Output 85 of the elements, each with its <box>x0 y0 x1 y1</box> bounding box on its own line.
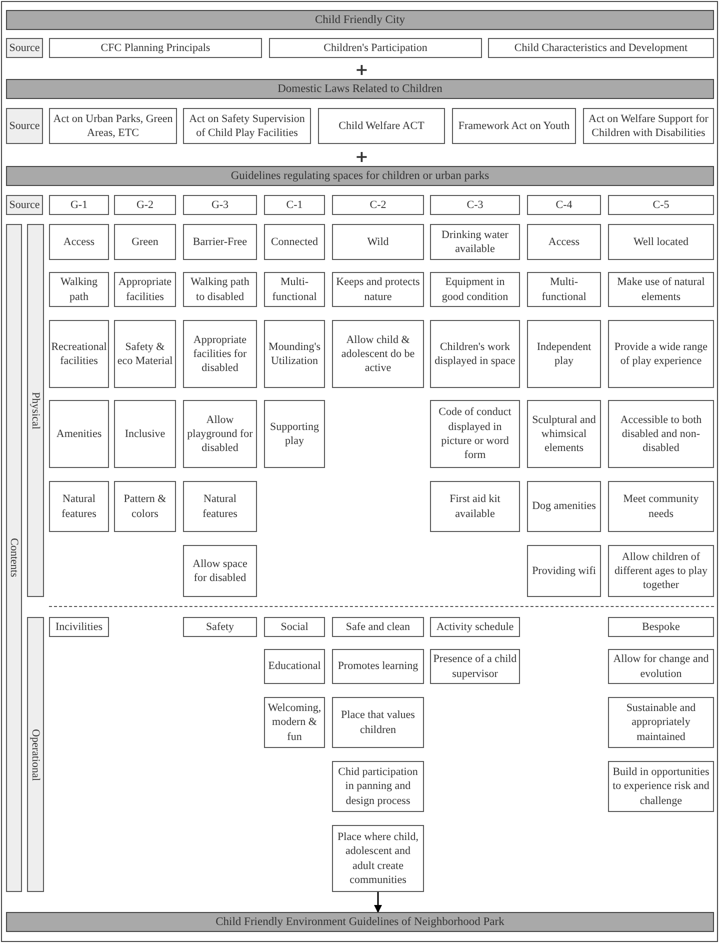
category-band: Contents <box>6 224 22 892</box>
text-box: Chid participation in panning and design process <box>332 761 424 812</box>
text-box: Meet community needs <box>608 481 714 532</box>
text-box: C-4 <box>527 195 601 215</box>
text-box: Activity schedule <box>430 617 520 637</box>
text-box: Children's work displayed in space <box>430 320 520 388</box>
category-band: Physical <box>27 224 44 597</box>
text-box: Social <box>264 617 325 637</box>
text-box: Walking path to disabled <box>183 272 257 307</box>
text-box: Multi-functional <box>527 272 601 307</box>
arrow <box>374 892 382 913</box>
text-box: Connected <box>264 224 325 260</box>
text-box: Barrier-Free <box>183 224 257 260</box>
text-box: Inclusive <box>114 400 176 468</box>
text-box: Allow space for disabled <box>183 545 257 597</box>
text-box: Safety & eco Material <box>114 320 176 388</box>
text-box: Wild <box>332 224 424 260</box>
text-box: Amenities <box>49 400 109 468</box>
text-box: Appropriate facilities for disabled <box>183 320 257 388</box>
text-box: Promotes learning <box>332 649 424 684</box>
text-box: Act on Welfare Support for Children with Disabilities <box>583 108 714 144</box>
text-box: Dog amenities <box>527 481 601 532</box>
text-box: Access <box>527 224 601 260</box>
text-box: Natural features <box>49 481 109 532</box>
text-box: Child Welfare ACT <box>318 108 445 144</box>
text-box: Independent play <box>527 320 601 388</box>
text-box: C-2 <box>332 195 424 215</box>
text-box: Framework Act on Youth <box>452 108 576 144</box>
text-box: Allow child & adolescent do be active <box>332 320 424 388</box>
text-box: Place that values children <box>332 697 424 748</box>
text-box: Children's Participation <box>269 38 482 58</box>
text-box: C-1 <box>264 195 325 215</box>
header-bar: Domestic Laws Related to Children <box>6 79 714 99</box>
text-box: Walking path <box>49 272 109 307</box>
text-box: Multi-functional <box>264 272 325 307</box>
text-box: Allow children of different ages to play together <box>608 545 714 597</box>
text-box: Keeps and protects nature <box>332 272 424 307</box>
text-box: Natural features <box>183 481 257 532</box>
text-box: Recreational facilities <box>49 320 109 388</box>
text-box: Appropriate facilities <box>114 272 176 307</box>
text-box: Presence of a child supervisor <box>430 649 520 684</box>
text-box: Act on Urban Parks, Green Areas, ETC <box>49 108 177 144</box>
text-box: Sculptural and whimsical elements <box>527 400 601 468</box>
text-box: Equipment in good condition <box>430 272 520 307</box>
text-box: Sustainable and appropriately maintained <box>608 697 714 748</box>
text-box: Providing wifi <box>527 545 601 597</box>
text-box: Educational <box>264 649 325 684</box>
text-box: G-1 <box>49 195 109 215</box>
text-box: Supporting play <box>264 400 325 468</box>
header-bar: Child Friendly Environment Guidelines of Neighborhood Park <box>6 912 714 932</box>
text-box: Child Characteristics and Development <box>488 38 714 58</box>
source-label: Source <box>6 38 43 58</box>
source-label: Source <box>6 108 43 144</box>
text-box: First aid kit available <box>430 481 520 532</box>
text-box: Mounding's Utilization <box>264 320 325 388</box>
text-box: Bespoke <box>608 617 714 637</box>
category-band: Operational <box>27 617 44 892</box>
text-box: Drinking water available <box>430 224 520 260</box>
text-box: Welcoming, modern & fun <box>264 697 325 748</box>
text-box: Accessible to both disabled and non-disabled <box>608 400 714 468</box>
source-label: Source <box>6 195 43 215</box>
text-box: Make use of natural elements <box>608 272 714 307</box>
text-box: Well located <box>608 224 714 260</box>
text-box: Safety <box>183 617 257 637</box>
text-box: Place where child, adolescent and adult create communities <box>332 825 424 892</box>
text-box: Allow for change and evolution <box>608 649 714 684</box>
text-box: Allow playground for disabled <box>183 400 257 468</box>
text-box: CFC Planning Principals <box>49 38 262 58</box>
text-box: G-2 <box>114 195 176 215</box>
text-box: G-3 <box>183 195 257 215</box>
plus-sign: + <box>355 62 368 78</box>
text-box: Build in opportunities to experience risk and challenge <box>608 761 714 812</box>
text-box: Act on Safety Supervision of Child Play Facilities <box>183 108 311 144</box>
text-box: Green <box>114 224 176 260</box>
text-box: Access <box>49 224 109 260</box>
plus-sign: + <box>355 149 368 165</box>
header-bar: Child Friendly City <box>6 10 714 30</box>
text-box: Code of conduct displayed in picture or word form <box>430 400 520 468</box>
header-bar: Guidelines regulating spaces for children or urban parks <box>6 166 714 186</box>
text-box: Incivilities <box>49 617 109 637</box>
text-box: Provide a wide range of play experience <box>608 320 714 388</box>
text-box: Safe and clean <box>332 617 424 637</box>
text-box: C-5 <box>608 195 714 215</box>
text-box: C-3 <box>430 195 520 215</box>
text-box: Pattern & colors <box>114 481 176 532</box>
